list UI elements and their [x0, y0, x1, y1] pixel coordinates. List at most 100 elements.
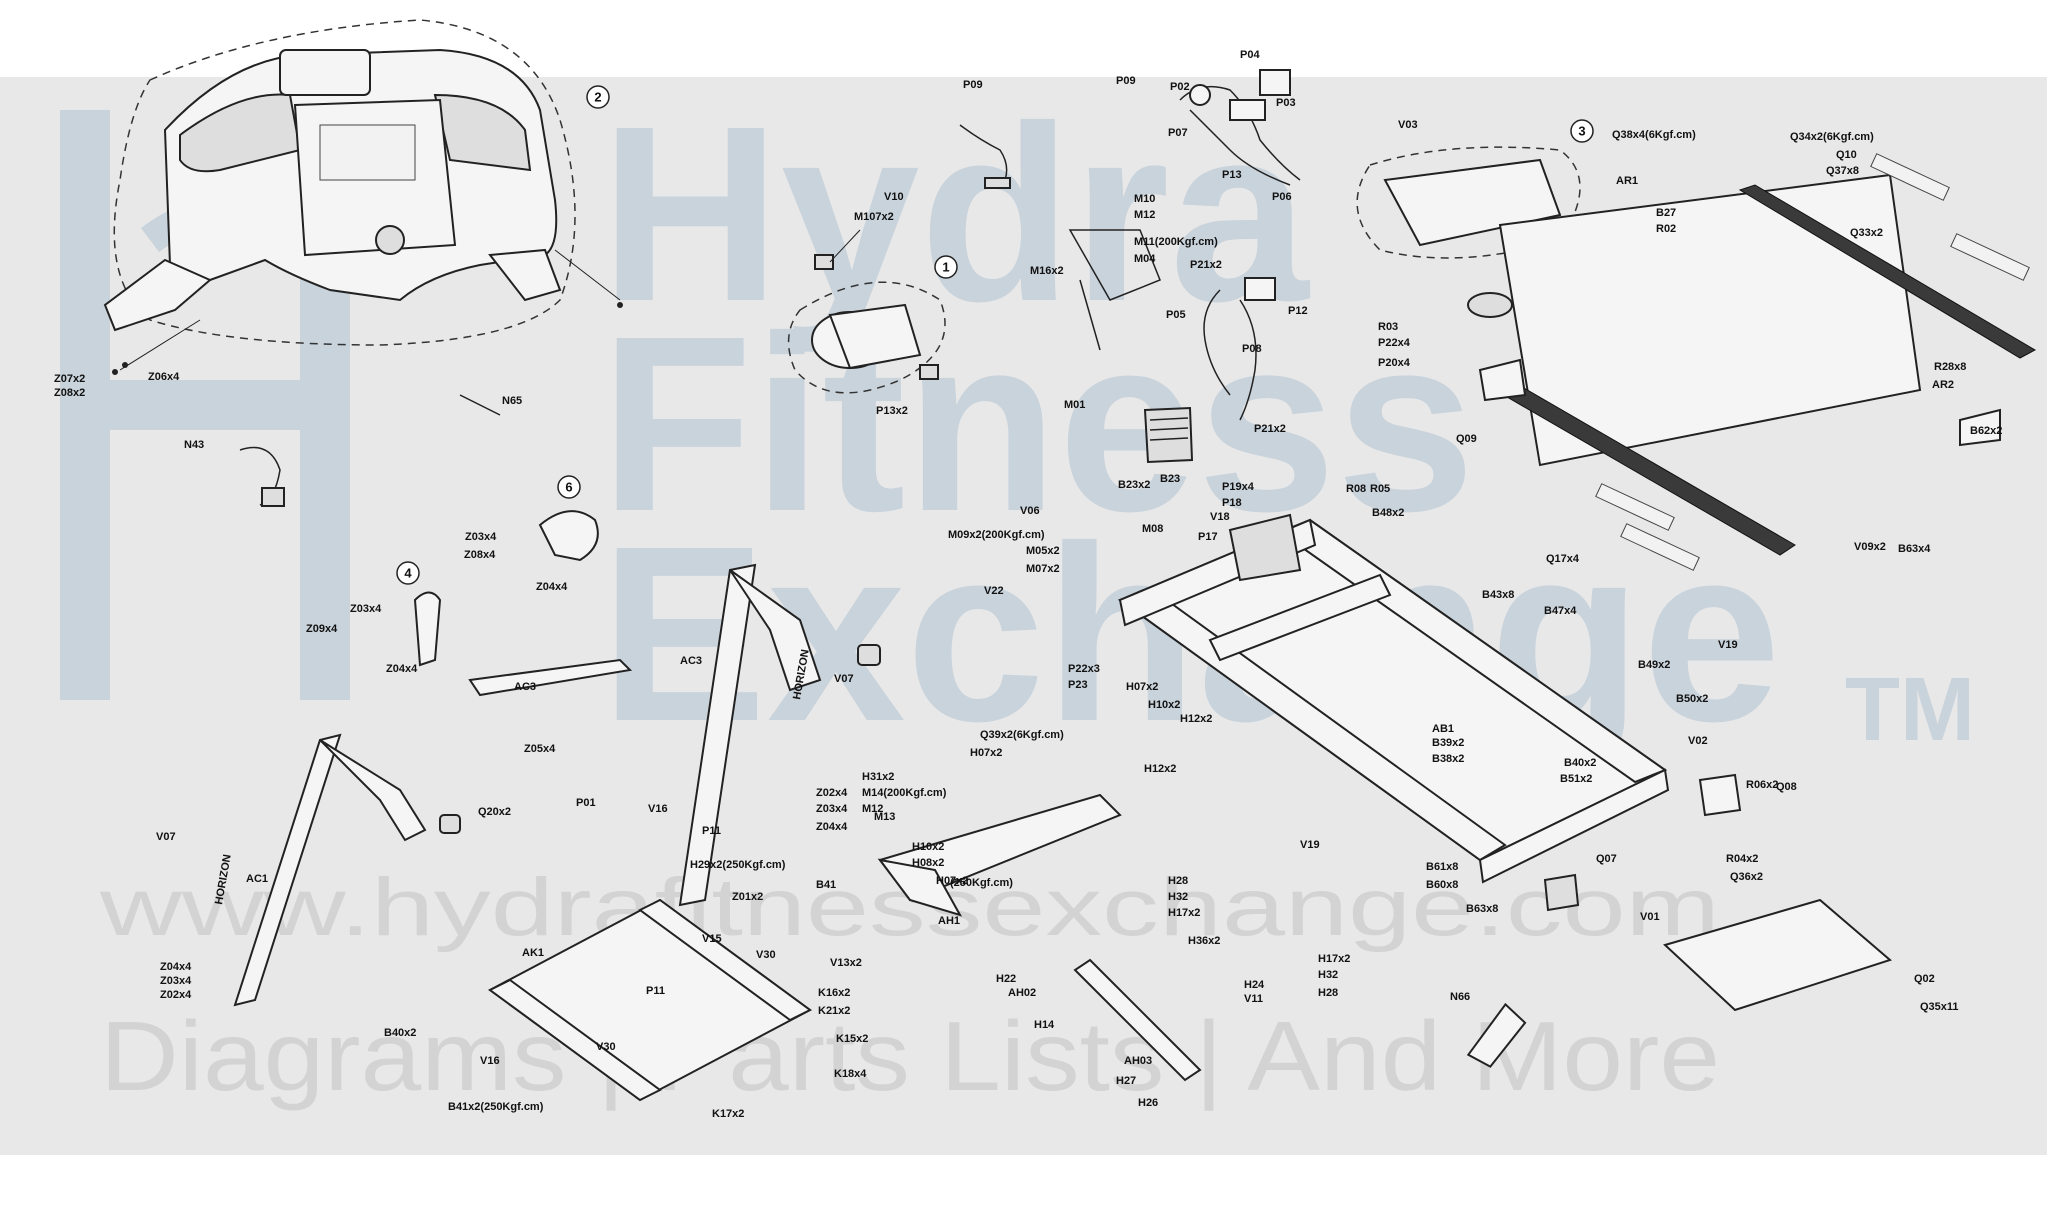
part-label: H07x2 [1126, 681, 1158, 693]
handrail-grips [413, 510, 881, 834]
part-label: B63x4 [1898, 543, 1931, 555]
part-label: M12 [862, 803, 883, 815]
part-label: Q33x2 [1850, 227, 1883, 239]
part-label: B48x2 [1372, 507, 1404, 519]
part-label: N43 [184, 439, 204, 451]
part-label: B63x8 [1466, 903, 1498, 915]
part-label: V10 [884, 191, 904, 203]
part-label: H12x2 [1144, 763, 1176, 775]
part-label: V22 [984, 585, 1004, 597]
part-label: B39x2 [1432, 737, 1464, 749]
part-label: B27 [1656, 207, 1676, 219]
part-label: AH1 [938, 915, 960, 927]
motor-controller [1143, 406, 1194, 464]
part-label: V03 [1398, 119, 1418, 131]
assembly-circle [396, 561, 420, 585]
part-label: V19 [1718, 639, 1738, 651]
part-label: (250Kgf.cm) [950, 877, 1013, 889]
part-label: AB1 [1432, 723, 1454, 735]
part-label: M09x2(200Kgf.cm) [948, 529, 1045, 541]
part-label: V06 [1020, 505, 1040, 517]
part-label: R06x2 [1746, 779, 1778, 791]
part-label: M07x2 [1026, 563, 1060, 575]
part-label: Q38x4(6Kgf.cm) [1612, 129, 1696, 141]
part-label: K17x2 [712, 1108, 744, 1120]
part-label: AK1 [522, 947, 544, 959]
assembly-circle [557, 475, 581, 499]
part-label: Q10 [1836, 149, 1857, 161]
part-label: V01 [1640, 911, 1660, 923]
assembly-number: 1 [942, 259, 949, 274]
part-label: P23 [1068, 679, 1088, 691]
deck-assembly [1356, 146, 2037, 571]
part-label: R02 [1656, 223, 1676, 235]
part-label: AC3 [680, 655, 702, 667]
part-label: M14(200Kgf.cm) [862, 787, 947, 799]
part-label: Z03x4 [160, 975, 192, 987]
part-label: P22x4 [1378, 337, 1411, 349]
part-label: Z02x4 [160, 989, 192, 1001]
part-label: B51x2 [1560, 773, 1592, 785]
part-label: B41 [816, 879, 836, 891]
part-label: R05 [1370, 483, 1390, 495]
part-label: P20x4 [1378, 357, 1411, 369]
part-label: H17x2 [1318, 953, 1350, 965]
part-label: P05 [1166, 309, 1186, 321]
part-label: Z04x4 [160, 961, 192, 973]
part-label: Q37x8 [1826, 165, 1859, 177]
part-label: P01 [576, 797, 596, 809]
part-label: Z03x4 [465, 531, 497, 543]
part-label: V07 [156, 831, 176, 843]
part-label: V30 [756, 949, 776, 961]
upright-brand-mark: HORIZON [213, 853, 234, 905]
assembly-number: 6 [565, 479, 572, 494]
part-label: B23 [1160, 473, 1180, 485]
part-label: Q02 [1914, 973, 1935, 985]
part-label: M04 [1134, 253, 1156, 265]
part-label: Z08x2 [54, 387, 85, 399]
part-label: B41x2(250Kgf.cm) [448, 1101, 544, 1113]
part-label: AH03 [1124, 1055, 1152, 1067]
part-label: R28x8 [1934, 361, 1966, 373]
part-label: P17 [1198, 531, 1218, 543]
part-label: P18 [1222, 497, 1242, 509]
part-label: V16 [648, 803, 668, 815]
part-label: M10 [1134, 193, 1155, 205]
part-label: P11 [702, 825, 721, 837]
assembly-circle [934, 255, 958, 279]
lower-base [488, 773, 1893, 1102]
assembly-circle [586, 85, 610, 109]
part-label: P12 [1288, 305, 1308, 317]
part-label: Z04x4 [816, 821, 848, 833]
part-label: H10x2 [912, 841, 944, 853]
part-label: P22x3 [1068, 663, 1100, 675]
part-label: Z04x4 [536, 581, 568, 593]
part-label: H28 [1168, 875, 1188, 887]
part-label: Z02x4 [816, 787, 848, 799]
part-label: Q39x2(6Kgf.cm) [980, 729, 1064, 741]
part-label: R04x2 [1726, 853, 1758, 865]
part-label: P04 [1240, 49, 1260, 61]
part-label: Z09x4 [306, 623, 338, 635]
part-label: AC3 [514, 681, 536, 693]
assembly-callouts: 1 2 3 4 6 [396, 85, 1594, 585]
part-label: Q17x4 [1546, 553, 1580, 565]
part-label: P21x2 [1190, 259, 1222, 271]
part-label: Q36x2 [1730, 871, 1763, 883]
part-label: P06 [1272, 191, 1292, 203]
part-label: V18 [1210, 511, 1230, 523]
part-label: M107x2 [854, 211, 894, 223]
part-label: H32 [1318, 969, 1338, 981]
part-label: H32 [1168, 891, 1188, 903]
part-label: H12x2 [1180, 713, 1212, 725]
part-label: V16 [480, 1055, 500, 1067]
part-label: V02 [1688, 735, 1708, 747]
part-label: Z04x4 [386, 663, 418, 675]
part-label: V30 [596, 1041, 616, 1053]
part-label: R08 [1346, 483, 1366, 495]
part-label: Z03x4 [816, 803, 848, 815]
part-label: P21x2 [1254, 423, 1286, 435]
part-label: B50x2 [1676, 693, 1708, 705]
part-label: P09 [963, 79, 983, 91]
part-label: K15x2 [836, 1033, 868, 1045]
